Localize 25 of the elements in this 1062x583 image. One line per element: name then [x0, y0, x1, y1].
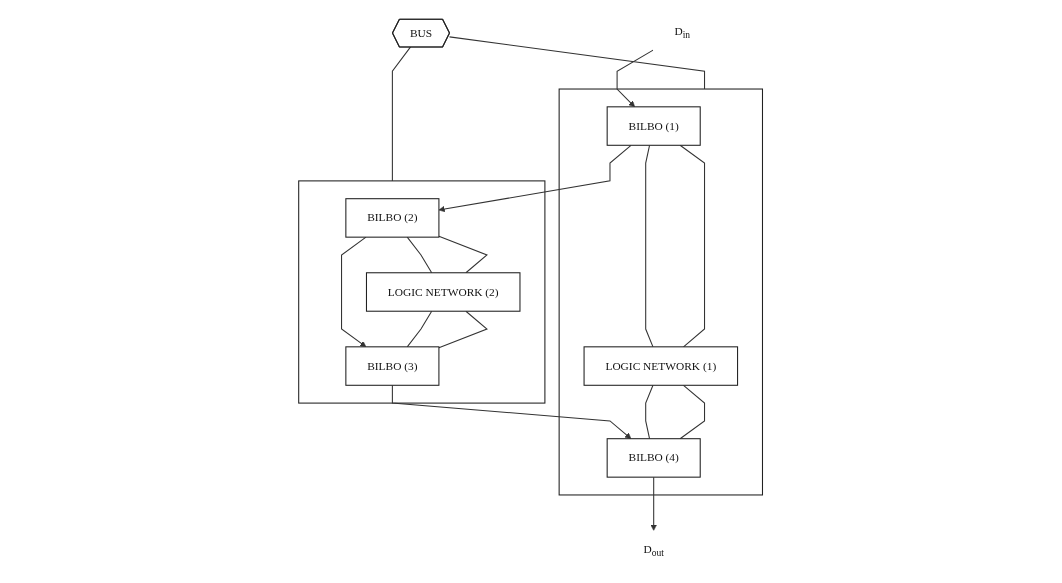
connector [679, 144, 706, 347]
connector [407, 236, 433, 273]
node-box: BILBO (2) [345, 197, 440, 238]
connector [449, 35, 706, 90]
node-box: LOGIC NETWORK (2) [366, 271, 521, 312]
connector [438, 310, 489, 348]
arrow [341, 236, 367, 347]
cluster [298, 179, 546, 404]
cluster [559, 88, 764, 495]
arrow [439, 144, 632, 212]
connector [392, 45, 412, 181]
arrow [650, 476, 658, 531]
node-box: BILBO (4) [607, 437, 702, 478]
connector [645, 144, 654, 347]
node-text: D$_{in}$ [674, 25, 691, 41]
node-box: LOGIC NETWORK (1) [583, 345, 739, 386]
arrow [616, 49, 655, 107]
node-box: BILBO (3) [345, 345, 440, 386]
connector [645, 384, 654, 439]
node-box: BILBO (1) [607, 105, 702, 146]
connector [438, 235, 489, 273]
connector [679, 384, 706, 439]
node-text: D$_{out}$ [643, 542, 665, 558]
connector [407, 310, 433, 347]
arrow [392, 384, 632, 439]
